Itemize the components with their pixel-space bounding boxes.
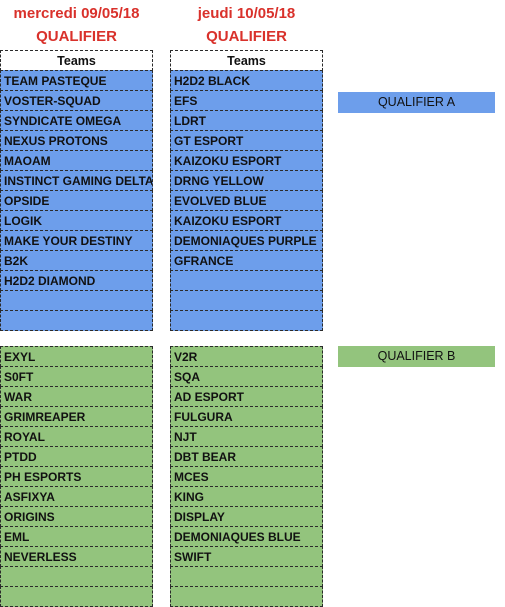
team-cell[interactable]: S0FT xyxy=(0,366,153,387)
team-cell[interactable]: KING xyxy=(170,486,323,507)
team-cell[interactable]: KAIZOKU ESPORT xyxy=(170,150,323,171)
team-cell[interactable]: EXYL xyxy=(0,346,153,367)
qualifier-a-label: QUALIFIER A xyxy=(338,92,495,113)
team-cell[interactable]: DRNG YELLOW xyxy=(170,170,323,191)
empty-cell[interactable] xyxy=(0,290,153,311)
day-2-date: jeudi 10/05/18 xyxy=(197,5,296,22)
team-cell[interactable]: PH ESPORTS xyxy=(0,466,153,487)
day-1-date: mercredi 09/05/18 xyxy=(13,5,140,22)
team-cell[interactable]: INSTINCT GAMING DELTA xyxy=(0,170,153,191)
empty-cell[interactable] xyxy=(170,270,323,291)
team-cell[interactable]: SWIFT xyxy=(170,546,323,567)
team-cell[interactable]: ASFIXYA xyxy=(0,486,153,507)
team-cell[interactable]: MCES xyxy=(170,466,323,487)
team-cell[interactable]: H2D2 BLACK xyxy=(170,70,323,91)
team-cell[interactable]: EVOLVED BLUE xyxy=(170,190,323,211)
day-2-stage: QUALIFIER xyxy=(206,28,287,45)
team-cell[interactable]: DEMONIAQUES BLUE xyxy=(170,526,323,547)
empty-cell[interactable] xyxy=(170,290,323,311)
team-cell[interactable]: ROYAL xyxy=(0,426,153,447)
team-cell[interactable]: ORIGINS xyxy=(0,506,153,527)
team-cell[interactable]: DBT BEAR xyxy=(170,446,323,467)
teams-header[interactable]: Teams xyxy=(170,50,323,71)
empty-cell[interactable] xyxy=(170,586,323,607)
team-cell[interactable]: DEMONIAQUES PURPLE xyxy=(170,230,323,251)
empty-cell[interactable] xyxy=(170,310,323,331)
team-cell[interactable]: LOGIK xyxy=(0,210,153,231)
team-cell[interactable]: DISPLAY xyxy=(170,506,323,527)
team-cell[interactable]: PTDD xyxy=(0,446,153,467)
team-cell[interactable]: EFS xyxy=(170,90,323,111)
team-cell[interactable]: TEAM PASTEQUE xyxy=(0,70,153,91)
team-cell[interactable]: OPSIDE xyxy=(0,190,153,211)
qualifier-b-label: QUALIFIER B xyxy=(338,346,495,367)
team-cell[interactable]: MAOAM xyxy=(0,150,153,171)
team-cell[interactable]: H2D2 DIAMOND xyxy=(0,270,153,291)
team-cell[interactable]: EML xyxy=(0,526,153,547)
day-1-stage: QUALIFIER xyxy=(36,28,117,45)
team-cell[interactable]: SYNDICATE OMEGA xyxy=(0,110,153,131)
team-cell[interactable]: NJT xyxy=(170,426,323,447)
team-cell[interactable]: FULGURA xyxy=(170,406,323,427)
team-cell[interactable]: WAR xyxy=(0,386,153,407)
team-cell[interactable]: NEXUS PROTONS xyxy=(0,130,153,151)
team-cell[interactable]: GRIMREAPER xyxy=(0,406,153,427)
team-cell[interactable]: V2R xyxy=(170,346,323,367)
team-cell[interactable]: GFRANCE xyxy=(170,250,323,271)
empty-cell[interactable] xyxy=(0,586,153,607)
team-cell[interactable]: GT ESPORT xyxy=(170,130,323,151)
team-cell[interactable]: B2K xyxy=(0,250,153,271)
teams-header[interactable]: Teams xyxy=(0,50,153,71)
empty-cell[interactable] xyxy=(0,310,153,331)
team-cell[interactable]: AD ESPORT xyxy=(170,386,323,407)
team-cell[interactable]: VOSTER-SQUAD xyxy=(0,90,153,111)
empty-cell[interactable] xyxy=(0,566,153,587)
team-cell[interactable]: LDRT xyxy=(170,110,323,131)
team-cell[interactable]: SQA xyxy=(170,366,323,387)
team-cell[interactable]: MAKE YOUR DESTINY xyxy=(0,230,153,251)
team-cell[interactable]: KAIZOKU ESPORT xyxy=(170,210,323,231)
team-cell[interactable]: NEVERLESS xyxy=(0,546,153,567)
empty-cell[interactable] xyxy=(170,566,323,587)
